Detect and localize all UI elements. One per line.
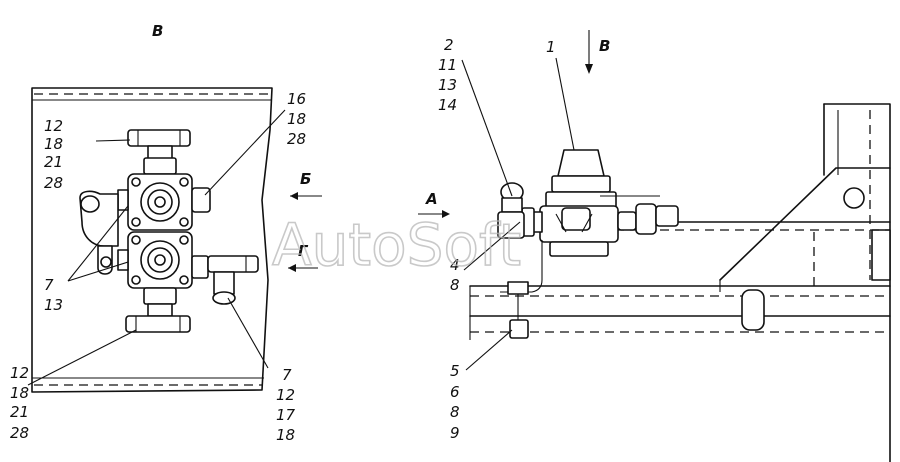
callout-left-right-top: 16 18 28 xyxy=(287,90,311,148)
callout-right-top: 1 xyxy=(546,38,556,56)
view-arrow-v: В xyxy=(585,30,610,74)
callout-right-top-left: 2 11 13 14 xyxy=(438,36,462,114)
section-arrow-b: Б xyxy=(290,170,322,200)
lower-valve-block xyxy=(117,231,209,289)
callout-right-mid: 4 8 xyxy=(450,256,464,294)
upper-valve-block xyxy=(117,173,211,231)
left-frame-outline xyxy=(31,87,273,393)
callout-left-bottom: 12 18 21 28 xyxy=(10,364,34,442)
svg-text:А: А xyxy=(425,190,438,208)
frame-rail xyxy=(469,221,891,340)
cross-member xyxy=(719,103,891,462)
svg-text:В: В xyxy=(599,37,610,55)
callout-left-bottom-right: 7 12 17 18 xyxy=(276,366,300,444)
svg-text:Г: Г xyxy=(298,242,309,260)
section-arrow-g: Г xyxy=(288,242,318,272)
callout-left-top: 12 18 21 28 xyxy=(44,117,68,192)
watermark: AutoSoft xyxy=(272,211,521,279)
bottom-tee-fitting xyxy=(125,287,191,333)
svg-text:Б: Б xyxy=(300,170,311,188)
right-tee-fitting xyxy=(207,255,259,305)
right-view: В А 2 11 13 14 1 4 8 5 6 8 9 xyxy=(418,30,891,462)
valve-assembly xyxy=(497,149,679,293)
callout-right-bottom: 5 6 8 9 xyxy=(450,362,464,442)
top-tee-fitting xyxy=(127,129,191,175)
right-view-leaders xyxy=(461,57,575,371)
mounting-bolt xyxy=(507,281,529,339)
elbow-fitting xyxy=(79,190,119,275)
left-view: В 12 18 21 28 16 18 28 7 13 12 18 21 28 … xyxy=(10,22,322,444)
left-view-title: В xyxy=(152,22,163,40)
callout-left-mid: 7 13 xyxy=(44,276,63,314)
view-arrow-a: А xyxy=(418,190,450,218)
left-view-leaders xyxy=(27,109,286,386)
